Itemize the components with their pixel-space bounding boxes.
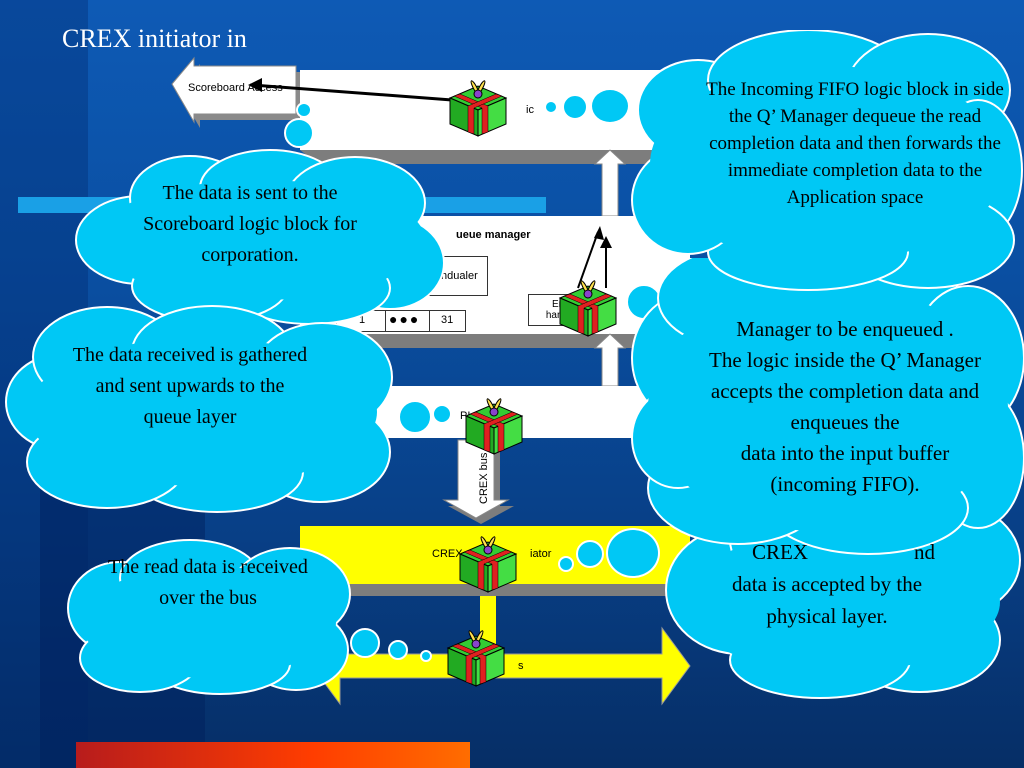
cloud-read-data-text: The read data is received over the bus xyxy=(108,556,308,609)
trail-bubble xyxy=(296,102,312,118)
error-handler-label: Er hand xyxy=(545,299,569,321)
gift-package-icon xyxy=(558,280,618,337)
trail-bubble xyxy=(398,400,432,434)
scoreboard-pointer-head xyxy=(248,78,262,92)
fifo-buffer: 1 ●●● 31 xyxy=(336,310,466,332)
queue-manager-shadow xyxy=(300,334,690,348)
cloud-scoreboard-text: The data is sent to the Scoreboard logic… xyxy=(143,182,357,266)
buffer-divider xyxy=(429,311,430,331)
trail-bubble xyxy=(350,628,380,658)
gift-package-icon xyxy=(446,630,506,687)
application-logic-label: ic xyxy=(526,104,534,116)
buffer-ellipsis-icon: ●●● xyxy=(389,311,421,327)
up-arrow-2 xyxy=(593,333,627,387)
trail-bubble xyxy=(432,404,452,424)
up-arrow-1 xyxy=(593,149,627,217)
scoreboard-pointer-line xyxy=(251,83,453,102)
trail-bubble xyxy=(544,100,558,114)
cloud-gathered xyxy=(5,305,393,513)
trail-bubble xyxy=(420,650,432,662)
buffer-index-last: 31 xyxy=(441,314,454,326)
queue-manager-label: ueue manager xyxy=(456,229,531,241)
trail-bubble xyxy=(284,118,314,148)
crex-initiator-shadow xyxy=(300,584,690,596)
crex-initiator-suffix-label: iator xyxy=(530,548,552,560)
cloud-physical-top-text: CREX xyxy=(752,540,809,564)
trail-bubble xyxy=(590,88,630,124)
buffer-index-first: 1 xyxy=(359,314,366,326)
scoreboard-arrow xyxy=(171,56,297,124)
error-arrow-1 xyxy=(577,231,599,289)
trail-bubble xyxy=(388,640,408,660)
cloud-physical-top-right-text: nd xyxy=(914,540,935,564)
scoreboard-access-label: Scoreboard Access xyxy=(188,82,283,94)
trail-bubble xyxy=(558,556,574,572)
cloud-enqueue xyxy=(631,258,1024,555)
cloud-incoming-fifo xyxy=(631,30,1023,291)
decorative-gradient-bar xyxy=(76,742,470,768)
crex-bus-suffix-label: s xyxy=(518,660,524,672)
cloud-gathered-text: The data received is gathered and sent u… xyxy=(72,344,308,428)
trail-bubble xyxy=(576,540,604,568)
page-title: CREX initiator in xyxy=(62,24,247,53)
cloud-physical xyxy=(665,483,1021,699)
cloud-physical-text: data is accepted by the physical layer. xyxy=(731,572,923,628)
cloud-enqueue-text: Manager to be enqueued . The logic insid… xyxy=(709,317,981,496)
cloud-read-data xyxy=(67,539,351,695)
crex-bus-vertical-label: CREX bus xyxy=(478,452,490,504)
crex-initiator-label: CREX xyxy=(432,548,463,560)
trail-bubble xyxy=(562,94,588,120)
cloud-scoreboard xyxy=(75,149,445,325)
trail-bubble xyxy=(606,528,660,578)
gift-package-icon xyxy=(464,398,524,455)
buffer-divider xyxy=(385,311,386,331)
application-layer-shadow xyxy=(300,150,690,164)
gift-package-icon xyxy=(458,536,518,593)
gift-package-icon xyxy=(448,80,508,137)
cloud-incoming-fifo-text: The Incoming FIFO logic block in side th… xyxy=(706,79,1004,208)
